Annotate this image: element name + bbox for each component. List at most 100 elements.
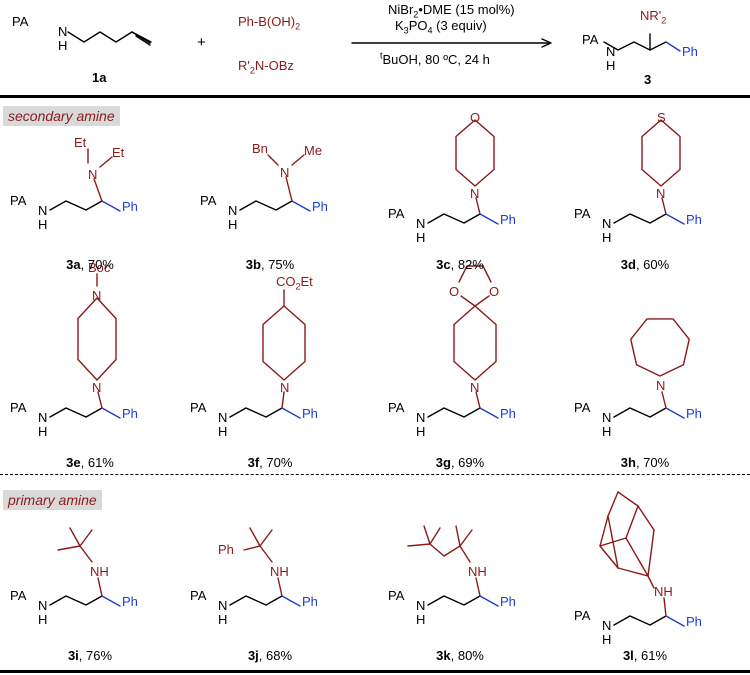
3i-tbu-bond xyxy=(79,545,93,563)
3e-pa-label: PA xyxy=(10,400,27,415)
plus-sign: + xyxy=(197,34,206,51)
bottom-rule xyxy=(0,670,750,673)
3h-cn-bond xyxy=(661,391,667,409)
3j-h-label: H xyxy=(218,612,228,627)
3e-ring-bond xyxy=(77,297,117,381)
3g-ph-label: Ph xyxy=(500,406,516,421)
caption-3a: 3a, 70% xyxy=(66,257,114,272)
product-3-bonds xyxy=(603,33,681,52)
3k-nh-label: NH xyxy=(468,564,487,579)
3f-ph-label: Ph xyxy=(302,406,318,421)
3g-ring-bond xyxy=(453,305,497,381)
3h-benzyl-bond xyxy=(665,407,685,419)
3l-adamantane-bond xyxy=(625,537,649,577)
3g-dioxolane-bond xyxy=(458,265,492,283)
3e-cn-bond xyxy=(97,391,103,409)
3f-n-label: N xyxy=(218,410,228,425)
product-h-label: H xyxy=(606,58,616,73)
3i-cn-bond xyxy=(97,577,103,597)
3g-amine-n-label: N xyxy=(470,380,480,395)
reaction-arrow xyxy=(351,38,552,48)
3h-ph-label: Ph xyxy=(686,406,702,421)
3b-bn-bond xyxy=(267,154,279,166)
3a-et2-label: Et xyxy=(112,145,125,160)
3i-h-label: H xyxy=(38,612,48,627)
3l-pa-label: PA xyxy=(574,608,591,623)
3g-benzyl-bond xyxy=(479,407,499,419)
3a-n-label: N xyxy=(38,203,48,218)
3h-pa-label: PA xyxy=(574,400,591,415)
3b-bn-label: Bn xyxy=(252,141,268,156)
3f-benzyl-bond xyxy=(281,407,301,419)
3b-me-bond xyxy=(291,154,305,166)
3i-me1-bond xyxy=(57,545,81,551)
3i-benzyl-bond xyxy=(101,595,121,607)
3b-amine-n-label: N xyxy=(280,165,290,180)
3d-chain-bond xyxy=(613,213,667,224)
3l-n-label: N xyxy=(602,618,612,633)
substrate-h-label: H xyxy=(58,38,68,53)
3k-c1-bond xyxy=(459,545,471,563)
3k-me2-bond xyxy=(455,525,461,547)
3b-me-label: Me xyxy=(304,143,323,158)
3i-nh-label: NH xyxy=(90,564,109,579)
3b-ph-label: Ph xyxy=(312,199,328,214)
3j-me2-bond xyxy=(259,529,273,547)
section-secondary-amine: secondary amine xyxy=(3,106,120,126)
3b-chain-bond xyxy=(239,200,293,211)
section-primary-amine: primary amine xyxy=(3,490,102,510)
3e-h-label: H xyxy=(38,424,48,439)
section-divider xyxy=(0,474,750,475)
3e-amine-n-label: N xyxy=(92,380,102,395)
substrate-n-label: N xyxy=(58,24,68,39)
caption-3d: 3d, 60% xyxy=(620,257,670,272)
product-n-label: N xyxy=(606,44,616,59)
substrate-pa-label: PA xyxy=(12,14,29,29)
3g-n-label: N xyxy=(416,410,426,425)
3c-h-label: H xyxy=(416,230,426,245)
3k-ph-label: Ph xyxy=(500,594,516,609)
3l-cn-bond xyxy=(663,597,667,617)
3f-cn-bond xyxy=(281,391,285,409)
3d-s-label: S xyxy=(657,110,666,125)
condition-solvent-temp: tBuOH, 80 ºC, 24 h xyxy=(380,50,490,67)
3h-amine-n-label: N xyxy=(656,378,666,393)
3k-chain-bond xyxy=(427,595,481,606)
3a-pa-label: PA xyxy=(10,193,27,208)
3a-benzyl-bond xyxy=(101,200,121,212)
3g-o1-bond xyxy=(460,295,476,307)
amine-reagent: R'2N-OBz xyxy=(238,58,294,76)
3c-ring-bond xyxy=(455,119,495,187)
3g-o2-bond xyxy=(474,295,490,307)
3l-nh-label: NH xyxy=(654,584,673,599)
3l-h-label: H xyxy=(602,632,612,647)
3l-adamantane-bond xyxy=(607,491,619,517)
3k-me3-bond xyxy=(423,525,431,545)
3a-ph-label: Ph xyxy=(122,199,138,214)
substrate-1a-bonds xyxy=(67,31,152,46)
3h-h-label: H xyxy=(602,424,612,439)
3f-pa-label: PA xyxy=(190,400,207,415)
3d-ring-bond xyxy=(641,119,681,187)
3g-h-label: H xyxy=(416,424,426,439)
3l-adamantane-bond xyxy=(625,505,639,539)
3i-pa-label: PA xyxy=(10,588,27,603)
3c-ph-label: Ph xyxy=(500,212,516,227)
condition-catalyst: NiBr2•DME (15 mol%) xyxy=(388,2,515,20)
3l-adamantane-bond xyxy=(599,515,609,547)
caption-3e: 3e, 61% xyxy=(66,455,114,470)
3k-benzyl-bond xyxy=(479,595,499,607)
caption-3c: 3c, 82% xyxy=(436,257,484,272)
3g-cn-bond xyxy=(475,391,481,409)
3c-amine-n-label: N xyxy=(470,186,480,201)
3c-cn-bond xyxy=(475,197,481,215)
top-rule xyxy=(0,95,750,98)
3j-n-label: N xyxy=(218,598,228,613)
3b-n-label: N xyxy=(228,203,238,218)
3e-n-label: N xyxy=(38,410,48,425)
3e-benzyl-bond xyxy=(101,407,121,419)
caption-3f: 3f, 70% xyxy=(247,455,293,470)
3d-n-label: N xyxy=(602,216,612,231)
3j-ph-label: Ph xyxy=(218,542,234,557)
